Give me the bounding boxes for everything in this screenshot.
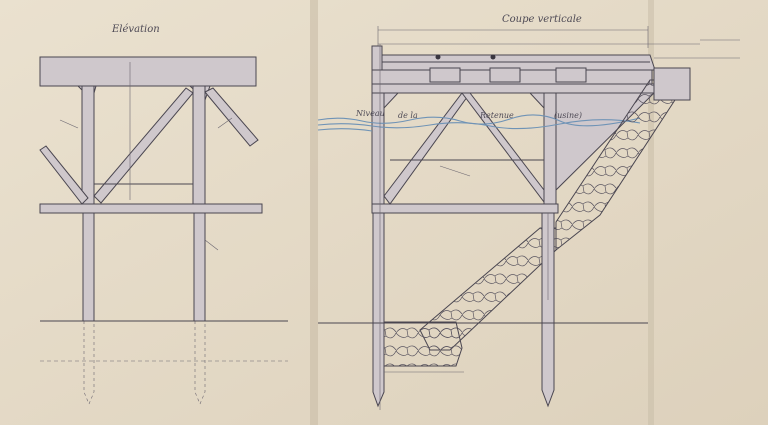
fold-shadow-right bbox=[648, 0, 654, 425]
right-title: Coupe verticale bbox=[502, 14, 582, 25]
water-label-2: de la bbox=[398, 111, 418, 120]
section-view: Niveau de la Retenue (usine) bbox=[317, 26, 740, 410]
water-label-1: Niveau bbox=[355, 109, 385, 118]
water-label-3: Retenue bbox=[479, 111, 514, 120]
fold-shadow-left bbox=[310, 0, 318, 425]
water-label-4: (usine) bbox=[554, 111, 582, 120]
left-title: Elévation bbox=[111, 24, 160, 35]
masonry-foundation bbox=[383, 321, 463, 367]
elevation-view bbox=[39, 56, 288, 405]
